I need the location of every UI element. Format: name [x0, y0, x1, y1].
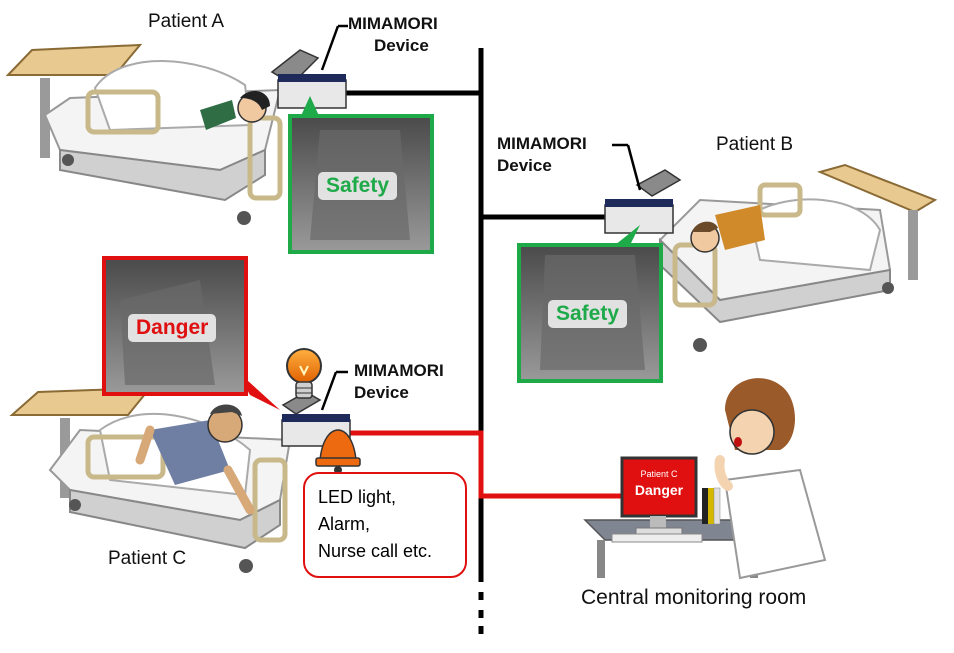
alert-nurse-call-text: Nurse call etc.: [318, 541, 433, 561]
status-badge-b: Safety: [548, 300, 628, 328]
alert-led-text: LED light,: [318, 487, 397, 507]
binders: [702, 487, 721, 525]
alarm-bell-icon: [315, 429, 361, 474]
monitor-status-text: Danger: [634, 482, 684, 498]
central-monitoring-room-label: Central monitoring room: [581, 586, 807, 609]
led-bulb-icon: [286, 348, 322, 399]
device-a-label: MIMAMORI Device: [348, 13, 438, 57]
patient-a-label: Patient A: [148, 11, 225, 32]
alert-alarm-text: Alarm,: [318, 514, 371, 534]
alert-methods-callout: LED light, Alarm, Nurse call etc.: [303, 472, 467, 578]
bed-patient-a: [5, 43, 283, 225]
device-a-name: MIMAMORI: [348, 14, 438, 33]
device-c-name: MIMAMORI: [354, 361, 444, 380]
device-a-sub: Device: [374, 36, 429, 55]
monitor-patient-text: Patient C: [640, 469, 678, 479]
nurse: [714, 378, 827, 580]
status-badge-a: Safety: [318, 172, 398, 200]
device-b-name: MIMAMORI: [497, 134, 587, 153]
monitor-screen: [611, 456, 703, 543]
device-c-sub: Device: [354, 383, 409, 402]
bed-patient-b: [658, 163, 938, 352]
status-badge-c: Danger: [128, 314, 217, 342]
patient-b-label: Patient B: [716, 134, 794, 155]
mimamori-device-b: [604, 143, 682, 234]
device-b-sub: Device: [497, 156, 552, 175]
patient-c-label: Patient C: [108, 548, 187, 569]
mimamori-device-a: [270, 24, 348, 109]
bed-patient-c: [9, 386, 292, 573]
device-c-label: MIMAMORI Device: [354, 360, 444, 404]
device-b-label: MIMAMORI Device: [497, 133, 587, 177]
alert-network-line: [350, 430, 628, 499]
